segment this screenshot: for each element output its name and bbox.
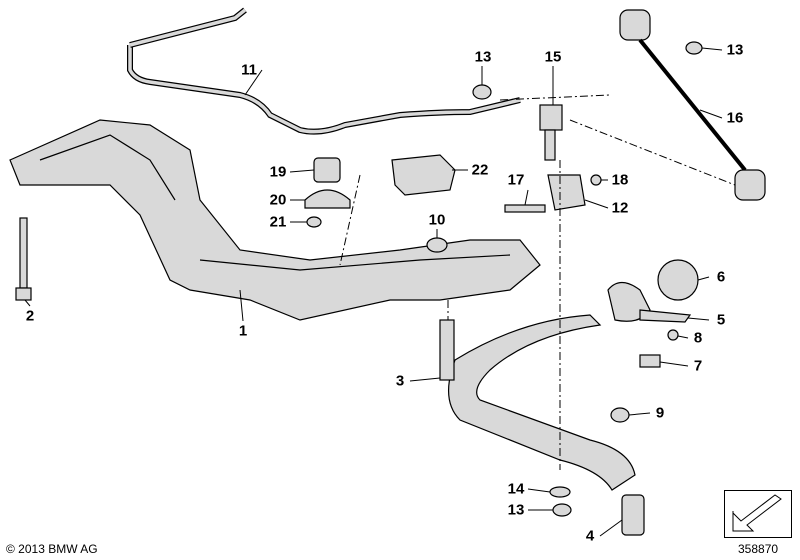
nut-13-bottom <box>552 503 572 517</box>
part-label-12[interactable]: 12 <box>611 199 629 217</box>
part-label-21[interactable]: 21 <box>269 213 287 231</box>
bracket-12 <box>547 174 586 211</box>
part-label-13[interactable]: 13 <box>507 501 525 519</box>
diagram-number: 358870 <box>738 542 779 556</box>
part-label-17[interactable]: 17 <box>507 171 525 189</box>
part-label-7[interactable]: 7 <box>693 357 703 375</box>
part-label-5[interactable]: 5 <box>716 311 726 329</box>
bolt-2 <box>19 217 28 289</box>
rubber-mount-19 <box>313 157 341 183</box>
nut-10 <box>426 237 448 253</box>
stud-top <box>619 9 651 41</box>
part-label-11[interactable]: 11 <box>241 61 257 79</box>
nut-21 <box>306 216 322 228</box>
bolt-7 <box>639 354 661 368</box>
copyright-text: © 2013 BMW AG <box>6 542 98 556</box>
part-label-2[interactable]: 2 <box>25 307 35 325</box>
part-label-9[interactable]: 9 <box>655 404 665 422</box>
part-label-14[interactable]: 14 <box>507 480 525 498</box>
bushing-6 <box>657 259 699 301</box>
ball-joint-3 <box>439 319 455 381</box>
nut-13-top <box>472 84 492 100</box>
nut-9 <box>610 407 630 423</box>
washer-14 <box>549 486 571 498</box>
link-16-bottom <box>734 169 766 201</box>
part-label-6[interactable]: 6 <box>716 268 726 286</box>
nut-18 <box>590 174 602 186</box>
part-label-22[interactable]: 22 <box>471 161 489 179</box>
nut-13-right <box>685 41 703 55</box>
washer-8 <box>667 329 679 341</box>
ball-joint-4 <box>621 494 645 536</box>
part-label-3[interactable]: 3 <box>395 372 405 390</box>
part-label-1[interactable]: 1 <box>238 322 248 340</box>
part-label-4[interactable]: 4 <box>585 527 595 545</box>
part-label-15[interactable]: 15 <box>544 48 562 66</box>
control-arm-3 <box>447 314 636 491</box>
part-label-8[interactable]: 8 <box>693 329 703 347</box>
part-label-18[interactable]: 18 <box>611 171 629 189</box>
navigation-arrow-icon[interactable] <box>724 490 792 538</box>
front-axle-carrier <box>9 119 541 321</box>
part-label-16[interactable]: 16 <box>726 109 744 127</box>
part-label-13[interactable]: 13 <box>474 48 492 66</box>
part-label-19[interactable]: 19 <box>269 163 287 181</box>
bolt-17 <box>504 204 546 213</box>
part-label-13[interactable]: 13 <box>726 41 744 59</box>
bracket-22 <box>391 154 456 196</box>
clamp-20 <box>304 189 351 209</box>
part-label-20[interactable]: 20 <box>269 191 287 209</box>
part-label-10[interactable]: 10 <box>428 211 446 229</box>
leader-lines <box>24 47 736 537</box>
link-15 <box>539 104 563 131</box>
